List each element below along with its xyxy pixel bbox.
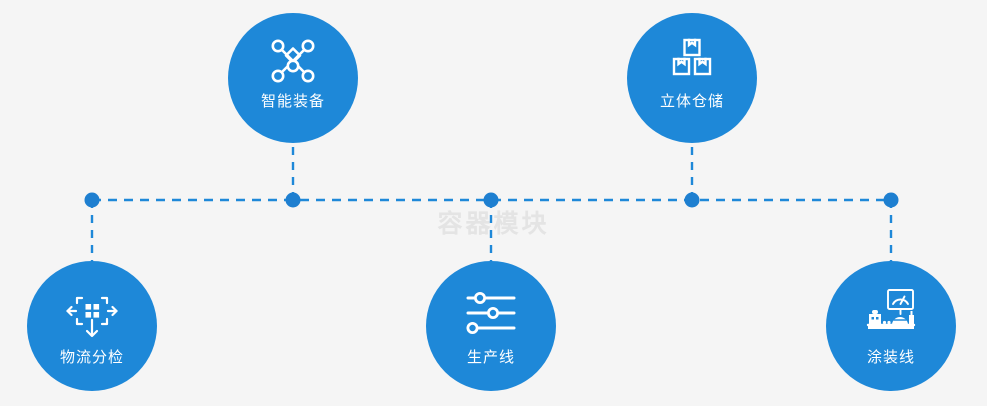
sorting-arrows-icon (66, 296, 118, 338)
sliders-icon (466, 292, 516, 335)
node-label: 立体仓储 (659, 93, 724, 110)
junction-dot (84, 192, 100, 208)
stacked-boxes-icon (672, 38, 712, 76)
junction-dot (684, 192, 700, 208)
node-label: 涂装线 (866, 349, 915, 366)
node-label: 智能装备 (260, 93, 325, 110)
node-stereoscopic-warehouse[interactable]: 立体仓储 (627, 13, 757, 143)
node-label: 物流分检 (59, 349, 124, 366)
network-nodes-icon (271, 39, 315, 83)
node-logistics-sorting[interactable]: 物流分检 (27, 261, 157, 391)
junction-dot (883, 192, 899, 208)
junction-dot (285, 192, 301, 208)
node-production-line[interactable]: 生产线 (426, 261, 556, 391)
junction-dot (483, 192, 499, 208)
node-intelligent-equipment[interactable]: 智能装备 (228, 13, 358, 143)
node-painting-line[interactable]: 涂装线 (826, 261, 956, 391)
node-label: 生产线 (466, 349, 515, 366)
factory-monitor-icon (866, 289, 916, 329)
